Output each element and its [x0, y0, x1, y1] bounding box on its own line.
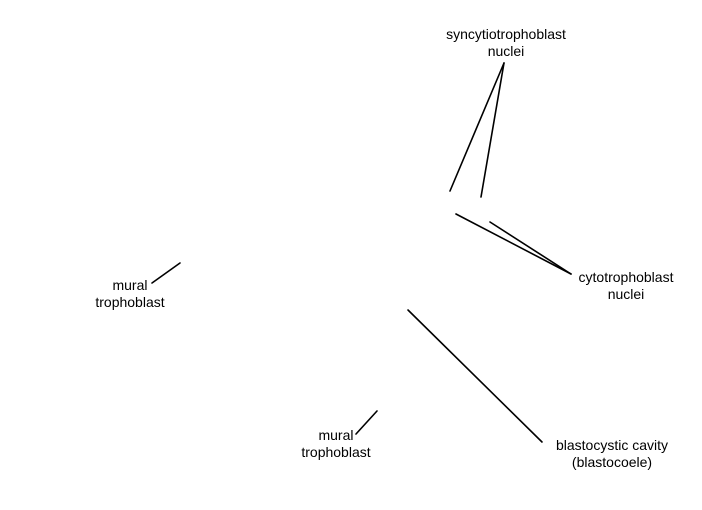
label-text: mural: [112, 277, 148, 293]
leader-mural-upper: [151, 262, 181, 284]
leader-syncytio-a: [449, 62, 505, 192]
leader-cavity: [407, 309, 543, 443]
label-text: syncytiotrophoblast: [446, 26, 566, 42]
label-text: mural: [318, 427, 354, 443]
leader-cyto-a: [455, 213, 572, 275]
leader-mural-lower: [355, 410, 378, 435]
label-text: (blastocoele): [571, 454, 653, 470]
label-mural-trophoblast-upper: mural trophoblast: [78, 277, 182, 311]
label-blastocystic-cavity: blastocystic cavity (blastocoele): [542, 437, 682, 471]
label-text: nuclei: [487, 43, 525, 59]
label-cytotrophoblast-nuclei: cytotrophoblast nuclei: [566, 269, 686, 303]
label-text: trophoblast: [95, 294, 165, 310]
label-text: blastocystic cavity: [555, 437, 669, 453]
leader-cyto-b: [489, 221, 572, 275]
label-syncytiotrophoblast-nuclei: syncytiotrophoblast nuclei: [437, 26, 575, 60]
leader-syncytio-b: [480, 62, 505, 198]
label-text: cytotrophoblast: [578, 269, 674, 285]
label-mural-trophoblast-lower: mural trophoblast: [284, 427, 388, 461]
label-text: trophoblast: [301, 444, 371, 460]
label-text: nuclei: [607, 286, 645, 302]
